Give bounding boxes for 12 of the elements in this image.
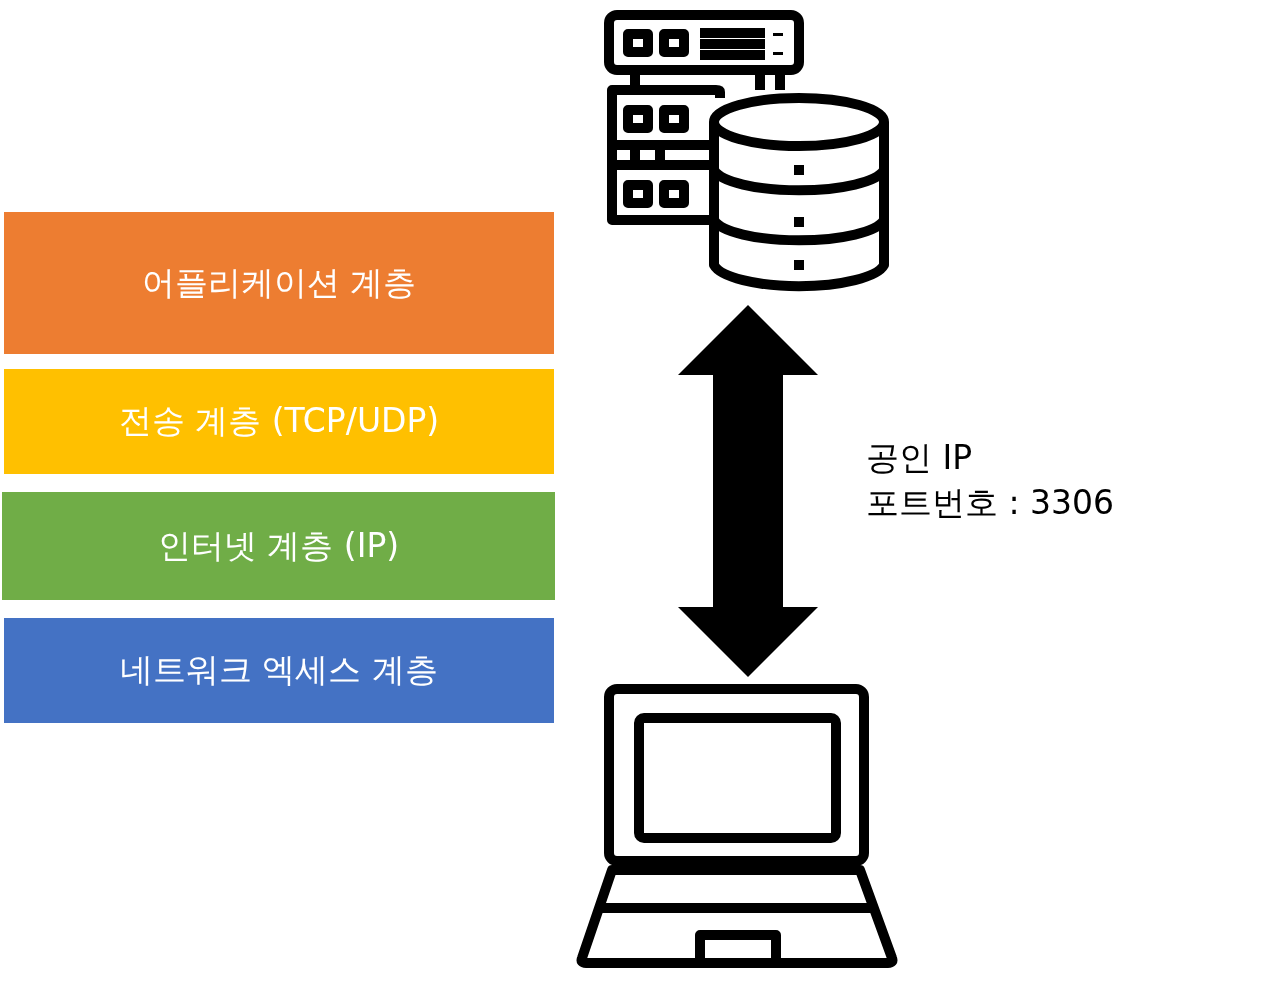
layer-band [2,492,555,600]
layer-band [4,212,554,354]
connection-note: 공인 IP [866,437,973,479]
connection-note: 포트번호 : 3306 [866,481,1115,524]
layer-band [4,369,554,474]
laptop-icon [576,684,898,969]
layer-band [4,618,554,723]
layer-label: 전송 계층 (TCP/UDP) [118,400,440,442]
double-arrow [678,305,818,677]
layer-label: 인터넷 계층 (IP) [157,524,400,567]
layer-label: 네트워크 엑세스 계층 [120,649,438,691]
layer-label: 어플리케이션 계층 [141,261,417,304]
